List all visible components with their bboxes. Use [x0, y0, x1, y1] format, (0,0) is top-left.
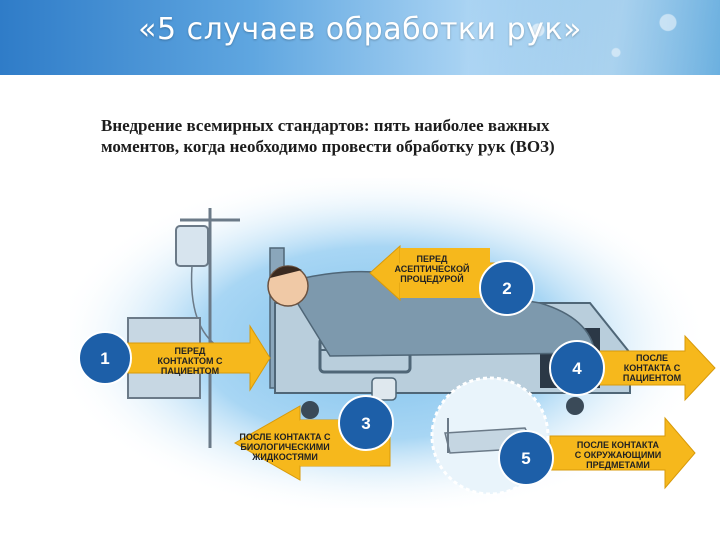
moment-2-badge	[479, 260, 535, 316]
moment-4-label-line-3: ПАЦИЕНТОМ	[623, 373, 681, 383]
moment-3-badge	[338, 395, 394, 451]
moment-3-label-line-2: БИОЛОГИЧЕСКИМИ	[240, 442, 329, 452]
moment-1-label-line-1: ПЕРЕД	[175, 346, 206, 356]
hand-hygiene-illustration: 1 ПЕРЕД КОНТАКТОМ С ПАЦИЕНТОМ 2 ПЕРЕД АС…	[70, 178, 716, 508]
moment-4-label-line-2: КОНТАКТА С	[624, 363, 681, 373]
moment-1-badge	[78, 331, 132, 385]
moment-2-label-line-2: АСЕПТИЧЕСКОЙ	[394, 263, 469, 274]
moment-5-label-line-2: С ОКРУЖАЮЩИМИ	[575, 450, 662, 460]
moment-5-label-line-1: ПОСЛЕ КОНТАКТА	[577, 440, 660, 450]
moment-1-label-line-2: КОНТАКТОМ С	[158, 356, 223, 366]
moment-2-label-line-3: ПРОЦЕДУРОЙ	[400, 273, 463, 284]
moment-2-label-line-1: ПЕРЕД	[417, 254, 448, 264]
moment-2-number: 2	[502, 279, 511, 298]
moment-5-badge	[498, 430, 554, 486]
moment-5-arrow: 5 ПОСЛЕ КОНТАКТА С ОКРУЖАЮЩИМИ ПРЕДМЕТАМ…	[498, 416, 696, 490]
moment-1-label-line-3: ПАЦИЕНТОМ	[161, 366, 219, 376]
slide-header: «5 случаев обработки рук»	[0, 0, 720, 75]
moment-3-label-line-3: ЖИДКОСТЯМИ	[251, 452, 318, 462]
subtitle-line-1: Внедрение всемирных стандартов: пять наи…	[101, 116, 550, 135]
moment-5-number: 5	[521, 449, 530, 468]
slide-title: «5 случаев обработки рук»	[138, 12, 582, 47]
moment-1-number: 1	[100, 349, 109, 368]
subtitle-line-2: моментов, когда необходимо провести обра…	[101, 137, 555, 156]
moment-4-label-line-1: ПОСЛЕ	[636, 353, 668, 363]
subtitle: Внедрение всемирных стандартов: пять наи…	[101, 115, 661, 157]
patient-icon	[267, 265, 596, 401]
header-decoration	[460, 0, 720, 75]
moment-3-arrow: 3 ПОСЛЕ КОНТАКТА С БИОЛОГИЧЕСКИМИ ЖИДКОС…	[233, 395, 394, 481]
moment-3-label-line-1: ПОСЛЕ КОНТАКТА С	[239, 432, 331, 442]
moment-4-arrow: 4 ПОСЛЕ КОНТАКТА С ПАЦИЕНТОМ	[549, 334, 716, 402]
moment-2-arrow: 2 ПЕРЕД АСЕПТИЧЕСКОЙ ПРОЦЕДУРОЙ	[369, 244, 535, 316]
moment-4-number: 4	[572, 359, 582, 378]
moment-3-number: 3	[361, 414, 370, 433]
moment-4-badge	[549, 340, 605, 396]
moment-5-label-line-3: ПРЕДМЕТАМИ	[586, 460, 650, 470]
moment-1-arrow: 1 ПЕРЕД КОНТАКТОМ С ПАЦИЕНТОМ	[78, 324, 271, 392]
